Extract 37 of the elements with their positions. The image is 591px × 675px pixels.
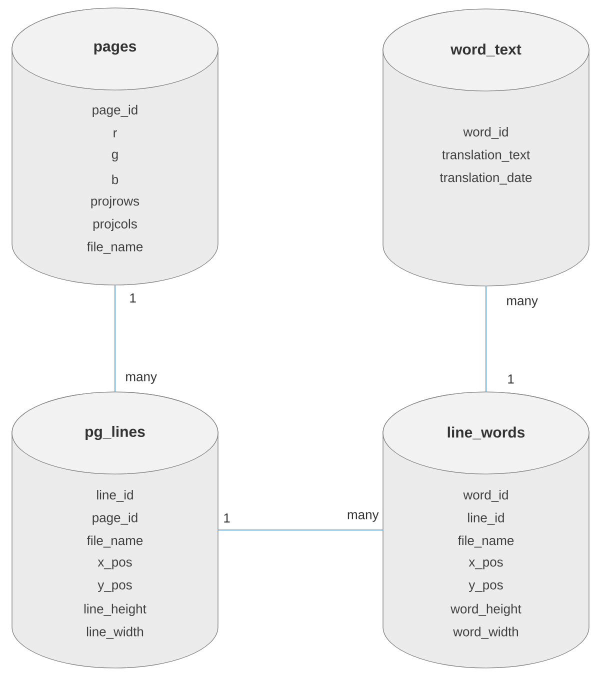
field-name: word_id <box>463 127 508 139</box>
table-name: pg_lines <box>86 426 145 440</box>
table-cylinder <box>12 8 218 286</box>
table-cylinder <box>12 392 218 668</box>
field-name: word_id <box>463 490 508 502</box>
cardinality-label: many <box>507 298 538 308</box>
table-cylinder <box>382 392 590 668</box>
field-name: b <box>112 174 118 184</box>
field-name: line_id <box>97 490 133 502</box>
table-name: word_text <box>450 44 522 56</box>
field-name: projrows <box>91 196 140 208</box>
table-name: pages <box>94 43 136 55</box>
table-cylinder <box>382 8 590 286</box>
table-name: line_words <box>448 426 525 440</box>
field-name: x_pos <box>468 560 503 570</box>
field-name: translation_date <box>440 172 532 185</box>
relationship-line <box>114 284 116 392</box>
field-name: y_pos <box>468 582 503 592</box>
cardinality-label: many <box>126 374 157 384</box>
cardinality-label: many <box>348 512 379 522</box>
field-name: file_name <box>87 242 143 254</box>
field-name: line_id <box>468 512 504 525</box>
field-name: r <box>114 130 117 138</box>
field-name: page_id <box>92 512 138 525</box>
field-name: x_pos <box>98 560 132 570</box>
field-name: file_name <box>458 536 514 548</box>
field-name: g <box>112 152 118 162</box>
field-name: word_width <box>453 626 518 639</box>
field-name: file_name <box>87 536 143 548</box>
field-name: y_pos <box>98 582 132 592</box>
field-name: word_height <box>450 604 522 616</box>
field-name: line_height <box>84 604 146 616</box>
cardinality-label: 1 <box>224 514 230 522</box>
field-name: projcols <box>93 218 137 232</box>
field-name: page_id <box>92 104 138 118</box>
field-name: translation_text <box>442 150 530 162</box>
field-name: line_width <box>86 626 144 639</box>
